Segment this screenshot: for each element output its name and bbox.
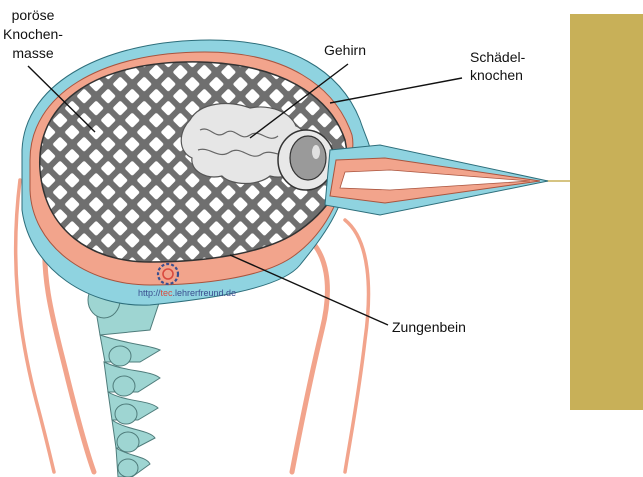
label-porous-bone-line-1: poröse bbox=[12, 7, 55, 23]
watermark-prefix: http:// bbox=[138, 288, 161, 298]
watermark-url: http://tec.lehrerfreund.de bbox=[138, 288, 236, 298]
watermark-highlight: tec bbox=[161, 288, 174, 298]
label-skull-bone-line-2: knochen bbox=[470, 67, 523, 83]
watermark-suffix: .lehrerfreund.de bbox=[173, 288, 237, 298]
tree-trunk bbox=[570, 14, 643, 410]
label-brain: Gehirn bbox=[324, 42, 366, 58]
label-hyoid-bone: Zungenbein bbox=[392, 319, 466, 335]
beak bbox=[325, 145, 548, 215]
leader-skull-bone bbox=[330, 78, 462, 103]
vertebral-column bbox=[88, 282, 160, 477]
eye-socket bbox=[278, 130, 334, 190]
label-skull-bone-line-1: Schädel- bbox=[470, 49, 526, 65]
label-porous-bone-line-2: Knochen- bbox=[3, 26, 63, 42]
label-porous-bone-line-3: masse bbox=[12, 45, 53, 61]
leader-hyoid-bone bbox=[230, 255, 388, 325]
